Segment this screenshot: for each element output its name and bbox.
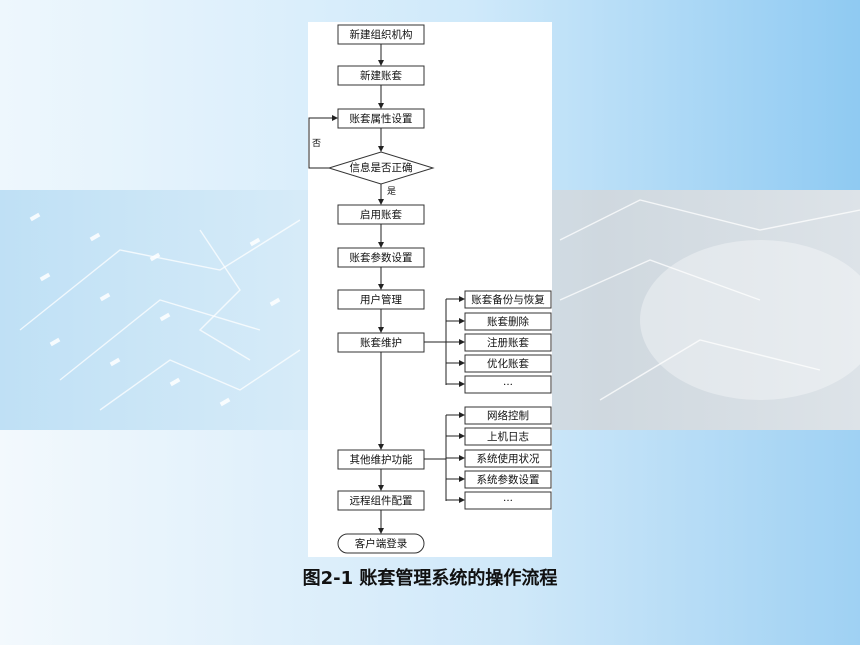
maint-connectors bbox=[424, 296, 465, 387]
blueprint-lines bbox=[19, 199, 860, 411]
label-account-maint: 账套维护 bbox=[360, 336, 402, 349]
node-register-account bbox=[464, 333, 552, 352]
label-new-account-set: 新建账套 bbox=[360, 69, 402, 82]
label-client-login: 客户端登录 bbox=[355, 537, 408, 550]
flowchart: 新建组织机构 新建账套 账套属性设置 信息是否正确 启用账套 账套参数设置 用户… bbox=[308, 24, 552, 554]
label-remote-config: 远程组件配置 bbox=[350, 494, 413, 507]
main-connectors bbox=[308, 44, 384, 534]
label-info-correct: 信息是否正确 bbox=[350, 161, 413, 174]
label-delete-account: 账套删除 bbox=[487, 315, 529, 328]
label-other-maint: 其他维护功能 bbox=[350, 453, 413, 466]
label-optimize-account: 优化账套 bbox=[487, 357, 529, 370]
label-user-mgmt: 用户管理 bbox=[360, 293, 402, 306]
label-backup-restore: 账套备份与恢复 bbox=[471, 293, 545, 306]
node-other-more bbox=[464, 491, 552, 510]
label-other-more: ··· bbox=[503, 495, 513, 507]
node-optimize-account bbox=[464, 354, 552, 373]
node-network-ctrl bbox=[464, 406, 552, 425]
label-maint-more: ··· bbox=[503, 379, 513, 391]
label-login-log: 上机日志 bbox=[487, 430, 529, 443]
node-backup-restore bbox=[464, 290, 552, 309]
label-system-usage: 系统使用状况 bbox=[477, 452, 540, 465]
other-connectors bbox=[424, 412, 465, 503]
flowchart-panel: 新建组织机构 新建账套 账套属性设置 信息是否正确 启用账套 账套参数设置 用户… bbox=[308, 22, 552, 557]
node-system-params bbox=[464, 470, 552, 489]
label-register-account: 注册账套 bbox=[487, 336, 529, 349]
node-login-log bbox=[464, 427, 552, 446]
label-new-org: 新建组织机构 bbox=[350, 28, 413, 41]
node-maint-more bbox=[464, 375, 552, 394]
glare-highlight bbox=[640, 240, 860, 400]
label-account-props: 账套属性设置 bbox=[350, 112, 413, 125]
label-enable-account: 启用账套 bbox=[360, 208, 402, 221]
figure-caption: 图2-1 账套管理系统的操作流程 bbox=[302, 568, 558, 589]
label-system-params: 系统参数设置 bbox=[477, 473, 540, 486]
label-account-params: 账套参数设置 bbox=[350, 251, 413, 264]
edge-label-yes: 是 bbox=[387, 186, 396, 197]
blueprint-dots bbox=[29, 212, 281, 407]
node-system-usage bbox=[464, 449, 552, 468]
edge-label-no: 否 bbox=[312, 138, 321, 149]
node-delete-account bbox=[464, 312, 552, 331]
label-network-ctrl: 网络控制 bbox=[487, 409, 529, 422]
node-client-login bbox=[337, 533, 425, 554]
